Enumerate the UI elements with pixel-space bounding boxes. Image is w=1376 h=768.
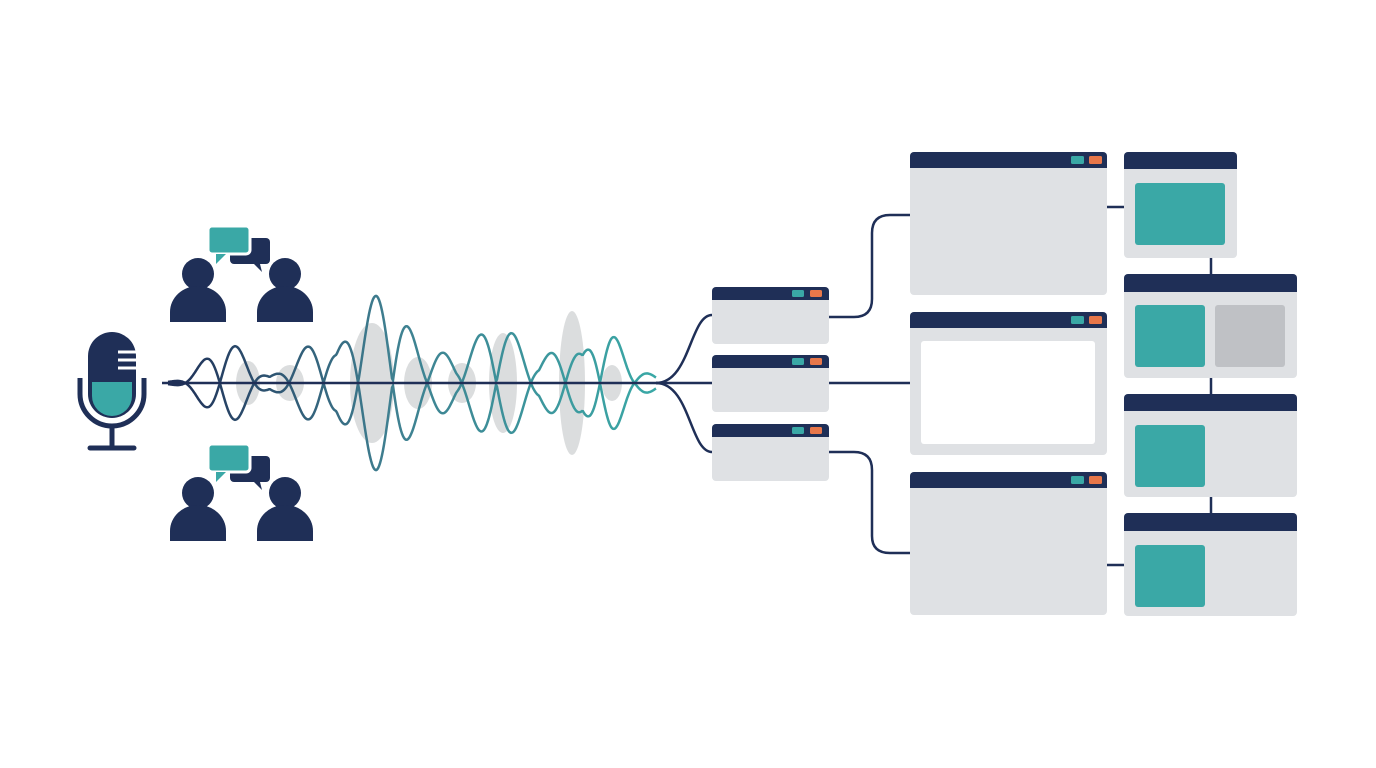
card-2 — [1124, 274, 1297, 378]
large-window-3 — [910, 472, 1107, 615]
window-button-icon — [810, 358, 822, 365]
card-image-tile — [1135, 183, 1225, 245]
connectors — [655, 205, 1213, 567]
speaker-group-bottom — [170, 442, 313, 541]
window-button-icon — [792, 358, 804, 365]
large-window-2 — [910, 312, 1107, 455]
card-3 — [1124, 394, 1297, 497]
card-4 — [1124, 513, 1297, 616]
window-button-icon — [792, 290, 804, 297]
card-1 — [1124, 152, 1237, 258]
card-image-tile — [1135, 305, 1205, 367]
connector-wave-to-window-1 — [655, 313, 713, 385]
window-content-area — [921, 341, 1095, 444]
card-image-tile — [1135, 425, 1205, 487]
window-button-icon — [1089, 476, 1102, 484]
speech-bubble-icon — [206, 442, 270, 490]
large-window-1 — [910, 152, 1107, 295]
waveform-line-top — [167, 294, 657, 387]
window-button-icon — [1089, 156, 1102, 164]
connector-small1-to-large1 — [829, 213, 910, 319]
audio-waveform — [162, 294, 660, 472]
small-window-1 — [712, 287, 829, 344]
connector-small3-to-large3 — [829, 450, 910, 555]
window-button-icon — [1071, 156, 1084, 164]
window-button-icon — [1071, 476, 1084, 484]
card-image-tile — [1135, 545, 1205, 607]
people-icon — [170, 258, 313, 322]
window-button-icon — [810, 290, 822, 297]
small-window-3 — [712, 424, 829, 481]
people-icon — [170, 477, 313, 541]
window-button-icon — [792, 427, 804, 434]
speaker-group-top — [170, 224, 313, 322]
connector-wave-to-window-3 — [655, 381, 713, 454]
window-button-icon — [810, 427, 822, 434]
window-button-icon — [1089, 316, 1102, 324]
window-button-icon — [1071, 316, 1084, 324]
speech-bubble-icon — [206, 224, 270, 272]
waveform-line-bottom — [167, 379, 657, 472]
card-image-tile — [1215, 305, 1285, 367]
small-window-2 — [712, 355, 829, 412]
microphone-icon — [77, 332, 147, 451]
